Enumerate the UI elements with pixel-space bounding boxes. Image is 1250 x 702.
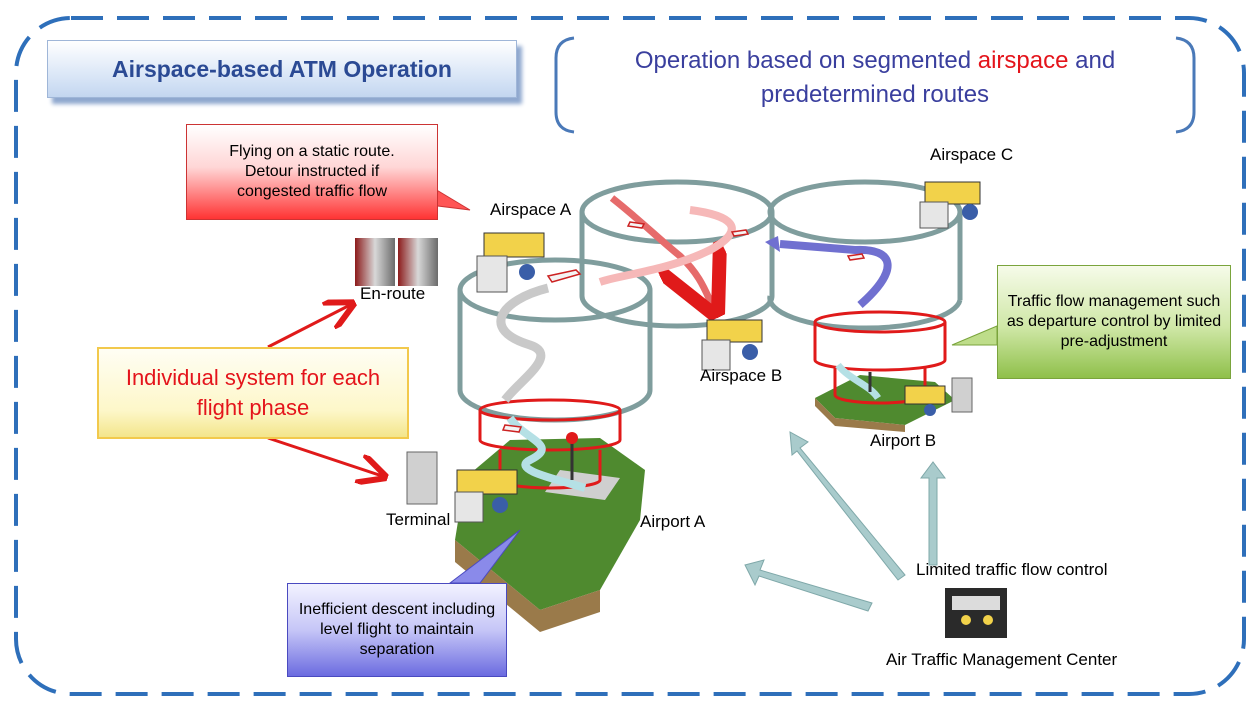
controller-icon-airspace-a bbox=[476, 232, 545, 293]
traffic-flow-pointer bbox=[951, 325, 998, 346]
label-airspace-c: Airspace C bbox=[930, 145, 1014, 164]
atm-center-icon bbox=[945, 588, 1007, 638]
arrow-to-enroute bbox=[267, 305, 350, 349]
terminal-server-icon bbox=[406, 451, 438, 505]
label-terminal: Terminal bbox=[386, 510, 451, 529]
tower-icon-a bbox=[566, 432, 578, 480]
enroute-server-icon bbox=[355, 238, 438, 286]
callout-static-route: Flying on a static route. Detour instruc… bbox=[186, 124, 438, 220]
label-airport-a: Airport A bbox=[640, 512, 706, 531]
subtitle-highlight: airspace bbox=[977, 47, 1069, 74]
label-atm-center: Air Traffic Management Center bbox=[886, 650, 1118, 669]
control-arrows bbox=[744, 431, 946, 612]
path-blue-route bbox=[779, 240, 892, 309]
bracket-right bbox=[1175, 36, 1196, 134]
label-limited-control: Limited traffic flow control bbox=[916, 560, 1108, 579]
outer-frame bbox=[14, 16, 1246, 696]
callout-individual-system: Individual system for each flight phase bbox=[97, 347, 409, 439]
path-red-descent bbox=[609, 195, 712, 305]
callout-static-route-text: Flying on a static route. Detour instruc… bbox=[229, 143, 395, 200]
controller-icon-airspace-c bbox=[919, 181, 981, 229]
path-pink-detour bbox=[598, 206, 736, 286]
airport-b-server-icon bbox=[951, 377, 973, 413]
path-approach-b bbox=[835, 362, 881, 401]
subtitle: Operation based on segmented airspace an… bbox=[585, 44, 1165, 112]
controller-icon-terminal bbox=[454, 469, 518, 523]
subtitle-part-2: and predetermined routes bbox=[760, 47, 1116, 108]
callout-traffic-flow-management: Traffic flow management such as departur… bbox=[997, 265, 1231, 379]
callout-traffic-flow-text: Traffic flow management such as departur… bbox=[1006, 293, 1222, 350]
arrow-to-terminal bbox=[267, 436, 382, 476]
page-title: Airspace-based ATM Operation bbox=[47, 40, 517, 98]
callout-inefficient-descent: Inefficient descent including level flig… bbox=[287, 583, 507, 677]
controller-icon-airport-b bbox=[904, 385, 946, 416]
label-airspace-a: Airspace A bbox=[490, 200, 572, 219]
path-grey-descent bbox=[496, 283, 550, 403]
bracket-left bbox=[554, 36, 575, 134]
airplane-icons bbox=[501, 221, 866, 433]
callout-individual-system-text: Individual system for each flight phase bbox=[125, 365, 381, 420]
label-en-route: En-route bbox=[360, 284, 426, 303]
path-approach-a bbox=[506, 415, 587, 492]
subtitle-part-1: Operation based on segmented bbox=[634, 47, 978, 74]
label-airport-b: Airport B bbox=[870, 431, 937, 450]
callout-inefficient-descent-text: Inefficient descent including level flig… bbox=[298, 601, 496, 658]
controller-icon-airspace-b bbox=[701, 319, 763, 371]
label-airspace-b: Airspace B bbox=[700, 366, 783, 385]
